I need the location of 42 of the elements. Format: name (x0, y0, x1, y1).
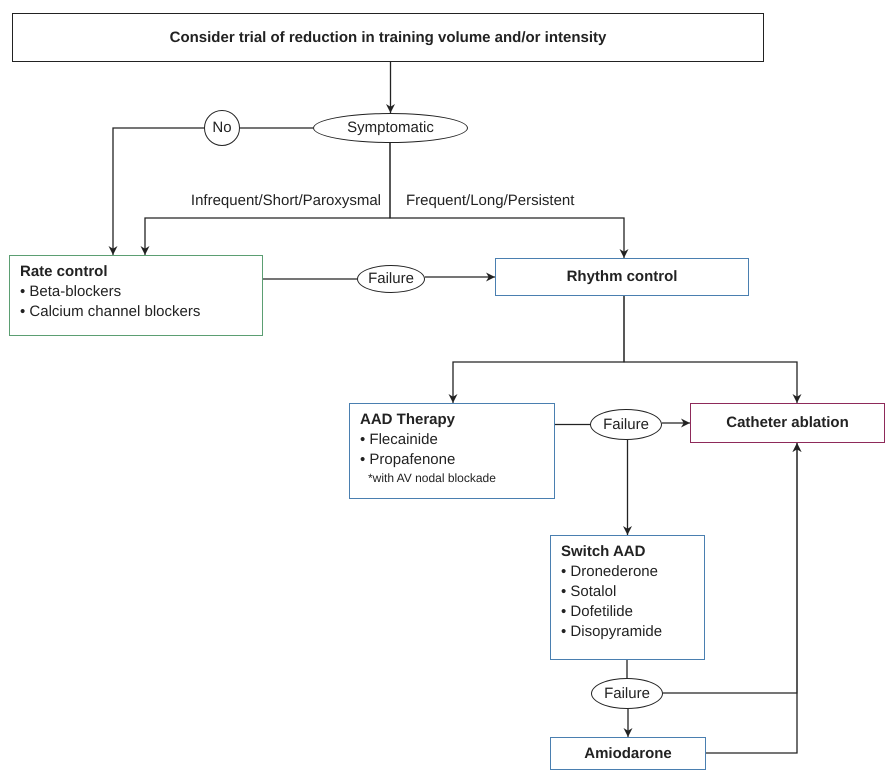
connector-line (263, 278, 357, 280)
box-heading: Switch AAD (561, 542, 646, 562)
process-box (550, 737, 706, 770)
connector-line (626, 660, 628, 678)
box-heading: AAD Therapy (360, 410, 456, 430)
box-heading: Rate control (20, 262, 109, 282)
process-box (9, 255, 263, 336)
list-item: • Dronederone (561, 562, 659, 582)
process-box (349, 403, 555, 499)
arrow (624, 709, 632, 737)
list-item: • Dofetilide (561, 602, 634, 622)
list-item: • Propafenone (360, 450, 456, 470)
arrow (623, 440, 632, 535)
box-heading: Amiodarone (584, 744, 672, 764)
list-item: • Sotalol (561, 582, 618, 602)
box-heading: Rhythm control (566, 267, 678, 287)
list-item: • Flecainide (360, 430, 439, 450)
node-label: Failure (604, 684, 650, 704)
arrow (623, 296, 802, 403)
process-box (550, 535, 705, 660)
list-item: • Calcium channel blockers (20, 302, 202, 322)
box-heading: Consider trial of reduction in training volume and/or intensity (170, 28, 606, 48)
answer-circle (204, 110, 240, 146)
arrow (389, 143, 628, 258)
node-label: Symptomatic (347, 118, 434, 138)
arrow (662, 418, 690, 428)
process-box (690, 403, 885, 443)
node-label: Failure (368, 269, 414, 289)
box-heading: Catheter ablation (726, 413, 849, 433)
connector-line (555, 424, 590, 426)
process-box (12, 13, 764, 62)
footnote: *with AV nodal blockade (367, 470, 497, 486)
list-item: • Beta-blockers (20, 282, 122, 302)
process-box (495, 258, 749, 296)
arrow (425, 272, 495, 282)
arrow (386, 62, 395, 113)
node-label: Failure (603, 414, 649, 434)
arrow (108, 127, 204, 255)
list-item: • Disopyramide (561, 622, 664, 642)
arrow (706, 443, 802, 754)
connector-line (240, 127, 313, 129)
node-label: No (212, 118, 232, 138)
